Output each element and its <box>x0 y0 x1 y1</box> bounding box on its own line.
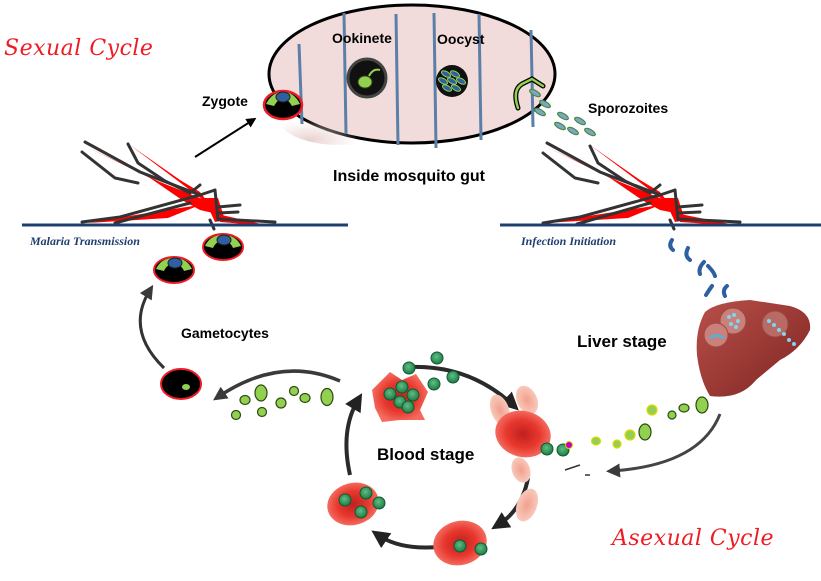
schizont-rbc-icon <box>327 482 386 526</box>
blood-stage-cycle <box>327 351 573 566</box>
sporozoites-label: Sporozoites <box>588 100 669 116</box>
zygote-icon <box>262 89 304 121</box>
asexual-cycle-title: Asexual Cycle <box>612 526 775 551</box>
malaria-transmission-label: Malaria Transmission <box>30 234 140 248</box>
to-zygote-arrow <box>194 117 257 158</box>
mosquito-right-icon <box>541 141 742 231</box>
ookinete-icon <box>346 57 388 99</box>
to-gametocyte-arrow <box>213 369 341 401</box>
ookinete-label: Ookinete <box>332 30 392 46</box>
sexual-cycle-title: Sexual Cycle <box>4 36 154 61</box>
oocyst-label: Oocyst <box>437 31 485 47</box>
infection-initiation-label: Infection Initiation <box>521 234 617 248</box>
liver-icon <box>696 300 811 397</box>
rbc-invasion-icon <box>495 410 573 458</box>
sporozoites-blood-icon <box>668 238 729 298</box>
ruptured-oocyst-icon <box>513 76 546 111</box>
blood-stage-label: Blood stage <box>377 445 475 464</box>
liver-to-blood-arrow <box>606 413 722 478</box>
gametocyte-female-icon <box>202 233 244 261</box>
gametocyte-rbc-icon <box>160 368 202 400</box>
mosquito-left-icon <box>80 140 277 231</box>
liver-stage-label: Liver stage <box>577 332 667 351</box>
ruptured-schizont-icon <box>372 351 460 422</box>
gametocytes-label: Gametocytes <box>181 325 269 341</box>
blood-cycle-arrow-4 <box>344 393 363 476</box>
mosquito-gut <box>262 3 557 149</box>
gametocyte-cells <box>230 384 334 421</box>
sporozoites-group <box>529 88 596 137</box>
gametocyte-male-icon <box>153 256 195 284</box>
zygote-label: Zygote <box>202 93 248 109</box>
ring-stage-rbc-icon <box>433 520 488 566</box>
oocyst-icon <box>436 65 468 97</box>
merozoites-from-liver <box>590 396 709 449</box>
gametocyte-up-arrow <box>138 284 166 370</box>
mosquito-gut-label: Inside mosquito gut <box>333 168 485 185</box>
blood-cycle-arrow-1 <box>409 364 519 411</box>
blood-cycle-arrow-3 <box>371 530 439 550</box>
blood-entry-marks <box>564 464 590 476</box>
